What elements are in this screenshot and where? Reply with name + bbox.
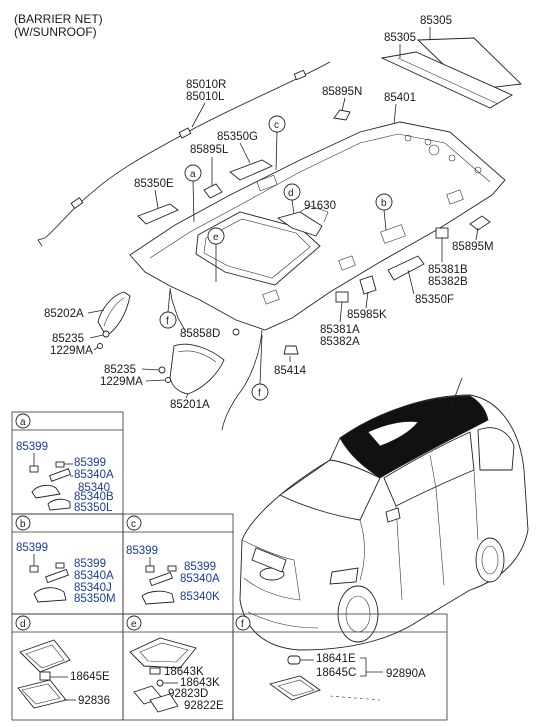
callout-f-1: f	[159, 289, 177, 329]
svg-text:85399: 85399	[16, 542, 48, 554]
harness-91630	[276, 211, 323, 237]
svg-text:85340: 85340	[78, 482, 110, 494]
label-91630: 91630	[304, 200, 336, 212]
label-85350F: 85350F	[415, 294, 454, 306]
detail-box-a: a 85399 85399 85340A 85340 85340B 85350L	[11, 411, 124, 515]
label-85895N: 85895N	[322, 86, 362, 98]
detail-box-c: c 85399 85399 85340A 85340K	[122, 513, 234, 615]
svg-text:92822E: 92822E	[184, 700, 224, 712]
sunvisor-85201A	[169, 343, 225, 395]
note-with-sunroof: (W/SUNROOF)	[14, 25, 97, 39]
svg-text:85399: 85399	[16, 441, 48, 453]
svg-text:85340B: 85340B	[74, 491, 114, 503]
label-85201A: 85201A	[170, 399, 210, 411]
label-85305-a: 85305	[420, 15, 452, 27]
detail-box-b: b 85399 85399 85340A 85340J 85350M	[11, 513, 124, 615]
bracket-85895M	[469, 215, 491, 231]
svg-text:e: e	[213, 232, 219, 243]
label-85895L: 85895L	[190, 144, 229, 156]
svg-text:b: b	[381, 198, 387, 209]
clip-85858D	[232, 328, 240, 336]
bracket-85895N	[333, 109, 351, 121]
label-85350G: 85350G	[217, 131, 258, 143]
svg-text:85399: 85399	[184, 561, 216, 573]
label-85010R: 85010R	[186, 79, 226, 91]
label-85381B: 85381B	[428, 264, 468, 276]
svg-text:d: d	[20, 619, 26, 630]
svg-text:85340K: 85340K	[180, 591, 220, 603]
svg-text:18643K: 18643K	[164, 666, 204, 678]
svg-text:c: c	[274, 120, 279, 131]
label-1229MA-b: 1229MA	[100, 376, 143, 388]
label-85381A: 85381A	[320, 324, 360, 336]
curtain-airbag	[37, 61, 331, 247]
svg-text:18641E: 18641E	[316, 653, 356, 665]
callout-d: d	[283, 183, 301, 215]
svg-text:85350M: 85350M	[74, 593, 116, 605]
label-1229MA-a: 1229MA	[50, 345, 93, 357]
svg-text:a: a	[190, 169, 196, 180]
svg-text:f: f	[241, 619, 244, 630]
trim-85350E	[137, 203, 179, 225]
svg-text:85399: 85399	[126, 545, 158, 557]
trim-85350G	[229, 159, 273, 181]
svg-text:18643K: 18643K	[180, 677, 220, 689]
svg-text:c: c	[131, 519, 136, 530]
car-illustration	[239, 377, 529, 651]
trim-85350F	[387, 255, 425, 281]
bracket-85895L	[203, 183, 223, 199]
label-85235-a: 85235	[52, 333, 84, 345]
svg-text:85399: 85399	[74, 558, 106, 570]
svg-text:f: f	[166, 316, 169, 327]
svg-text:18645E: 18645E	[70, 671, 110, 683]
callout-f-2: f	[251, 334, 269, 401]
label-85010L: 85010L	[186, 91, 225, 103]
svg-text:b: b	[20, 519, 26, 530]
label-85401: 85401	[384, 92, 416, 104]
svg-text:e: e	[131, 619, 137, 630]
svg-text:d: d	[288, 188, 294, 199]
callout-e: e	[207, 227, 225, 282]
bracket-85985K	[359, 275, 377, 295]
callout-b: b	[375, 193, 393, 231]
callout-c: c	[268, 115, 286, 171]
label-85895M: 85895M	[452, 241, 494, 253]
svg-text:85399: 85399	[74, 457, 106, 469]
detail-box-e: e 18643K 18643K 92823D 92822E	[122, 613, 234, 721]
label-85350E: 85350E	[134, 178, 174, 190]
svg-text:85340A: 85340A	[74, 570, 114, 582]
note-barrier-net: (BARRIER NET)	[14, 12, 103, 26]
cap-85414	[283, 345, 299, 355]
svg-text:92890A: 92890A	[386, 668, 426, 680]
handle-85381B	[435, 227, 449, 239]
svg-text:18645C: 18645C	[316, 667, 356, 679]
svg-text:85350L: 85350L	[74, 502, 113, 514]
svg-text:92823D: 92823D	[168, 688, 208, 700]
callout-a: a	[184, 164, 202, 223]
svg-text:85340A: 85340A	[180, 573, 220, 585]
svg-text:a: a	[20, 417, 26, 428]
label-85235-b: 85235	[104, 364, 136, 376]
label-85202A: 85202A	[44, 308, 84, 320]
label-85382B: 85382B	[428, 276, 468, 288]
svg-text:92836: 92836	[78, 695, 110, 707]
svg-text:85340A: 85340A	[74, 469, 114, 481]
detail-box-f: f 18641E 18645C 92890A	[232, 613, 448, 721]
label-85985K: 85985K	[347, 309, 387, 321]
svg-text:f: f	[258, 388, 261, 399]
sunvisor-85202A	[97, 291, 131, 337]
svg-text:85340J: 85340J	[74, 582, 112, 594]
label-85858D: 85858D	[180, 328, 220, 340]
detail-box-d: d 18645E 92836	[11, 613, 124, 721]
handle-85381A	[335, 291, 349, 303]
label-85414: 85414	[274, 365, 307, 377]
label-85305-b: 85305	[384, 32, 416, 44]
sunroof-panel-upper	[380, 37, 522, 109]
label-85382A: 85382A	[320, 336, 360, 348]
